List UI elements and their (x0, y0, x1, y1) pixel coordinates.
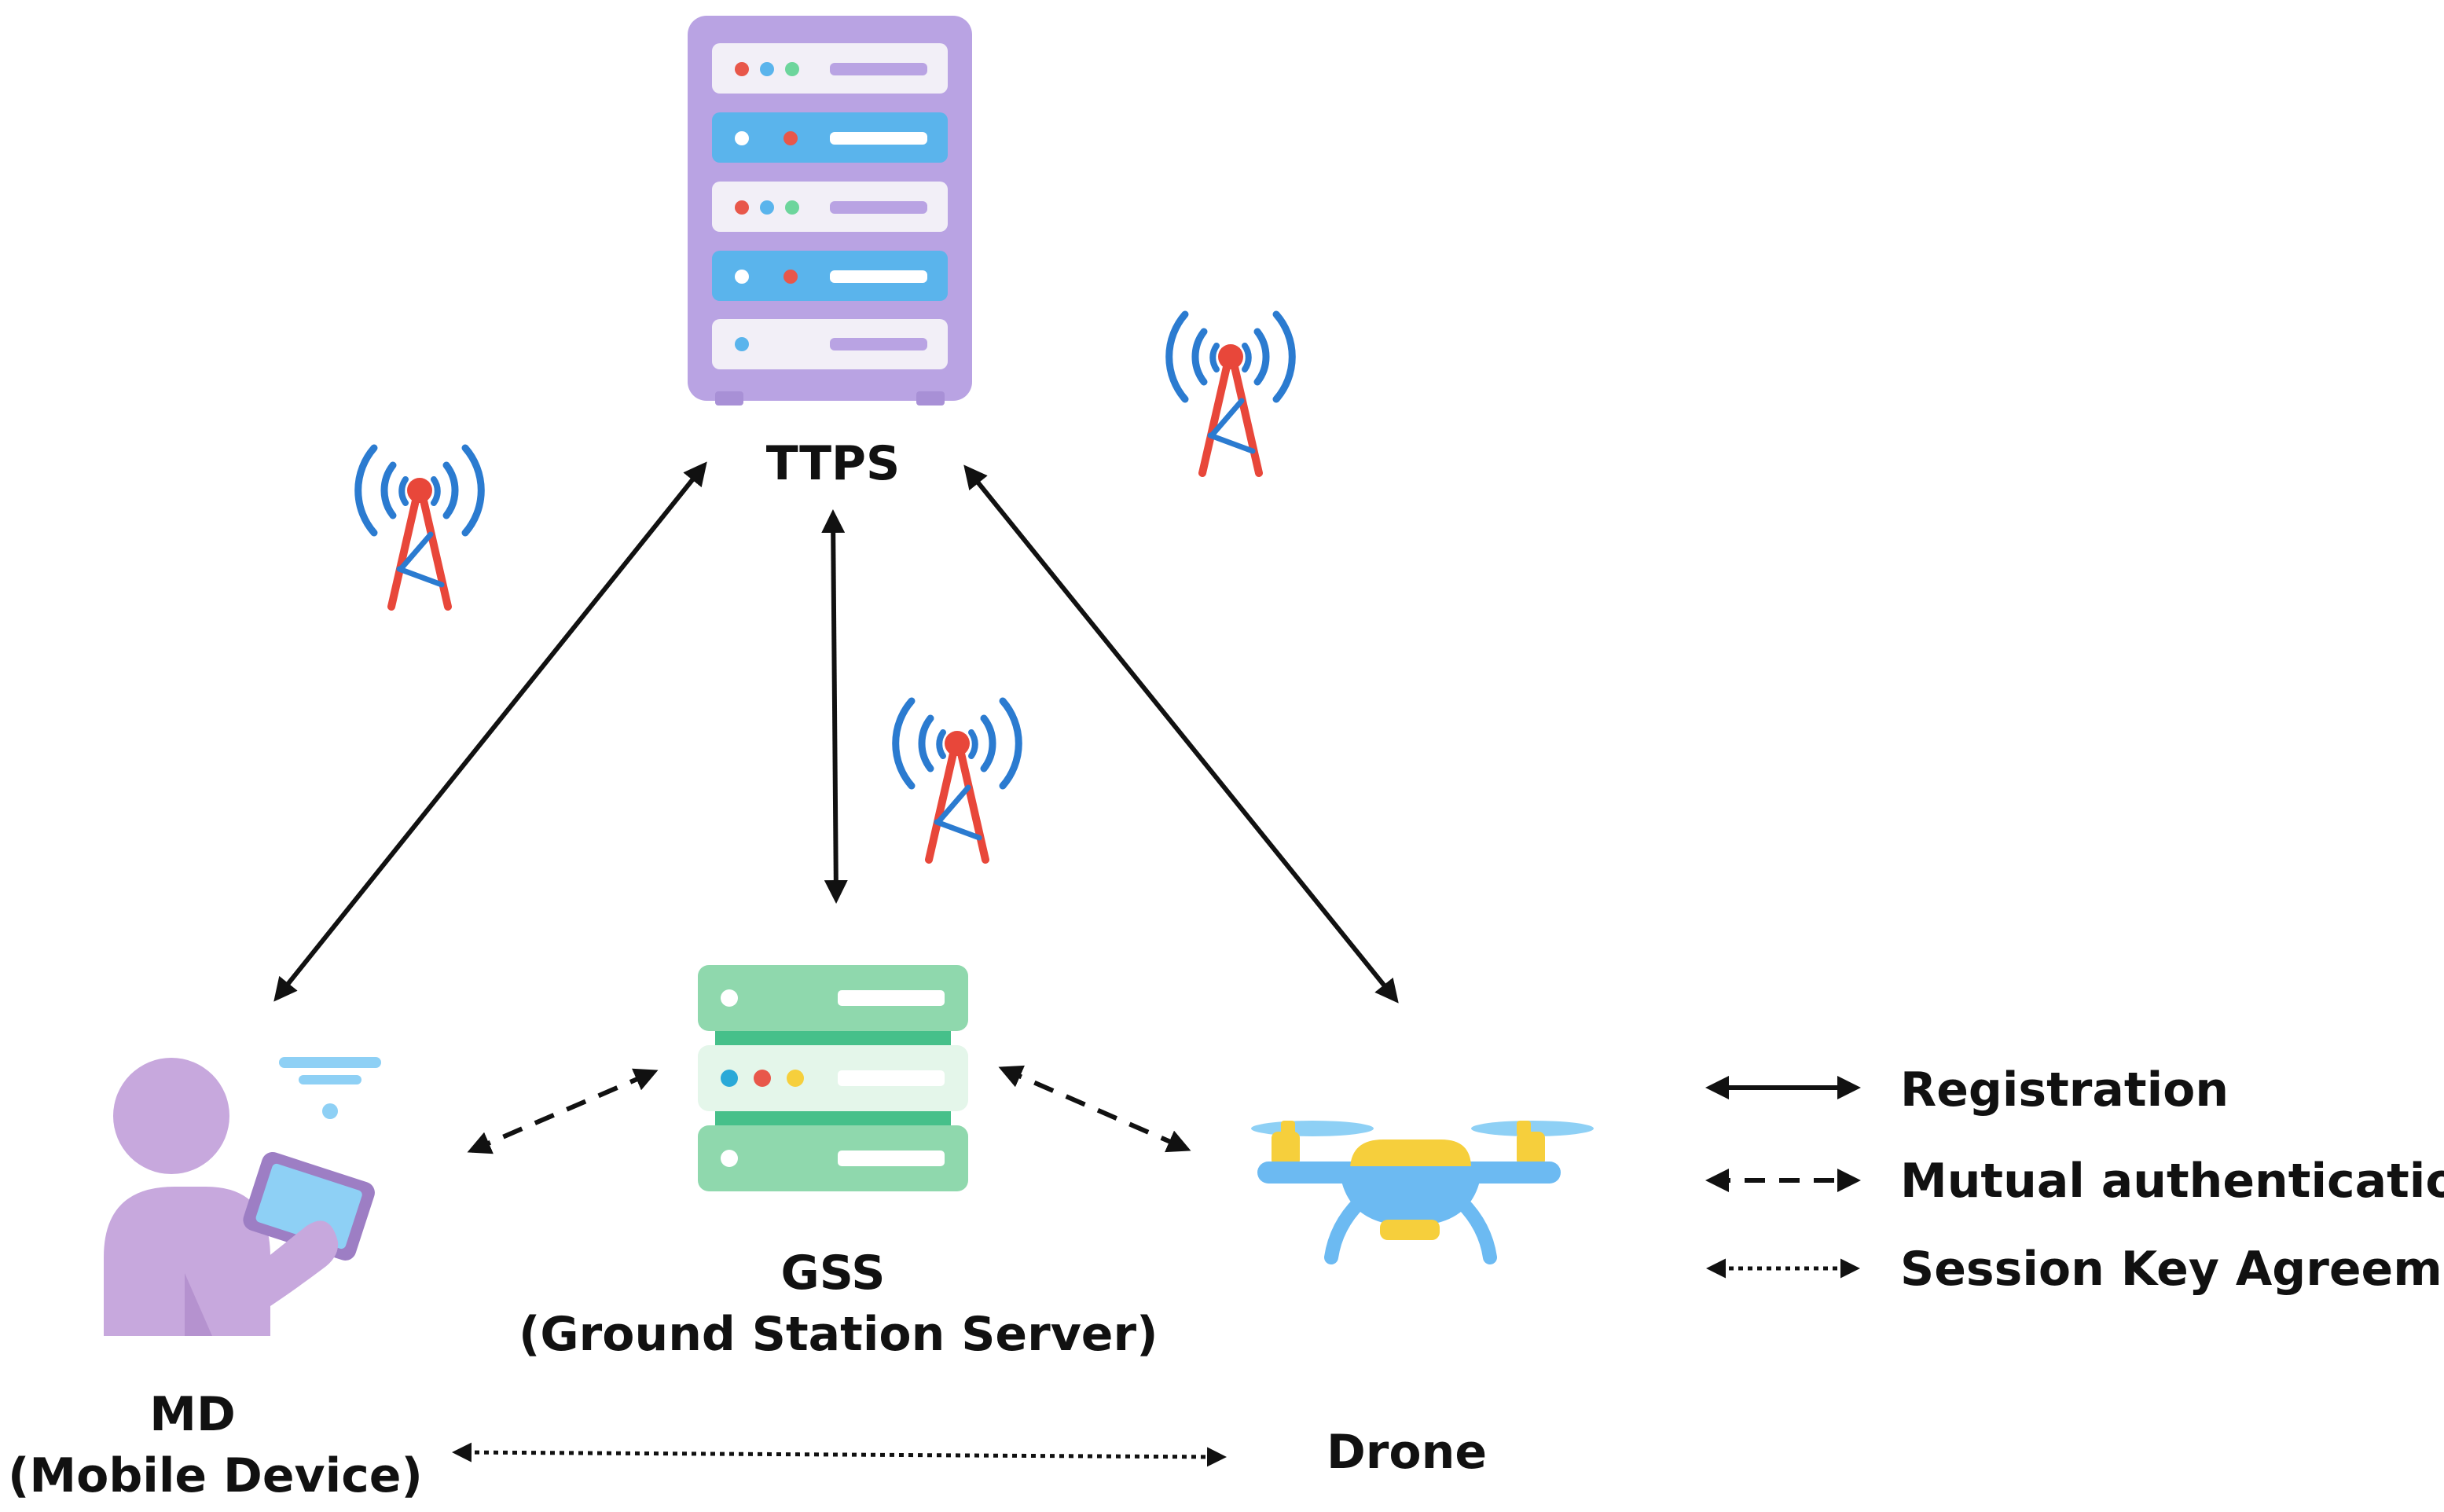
drone-label: Drone (1326, 1425, 1488, 1480)
md-sublabel: (Mobile Device) (8, 1448, 423, 1503)
legend-label-registration: Registration (1900, 1062, 2229, 1117)
antenna-tower-icon (892, 697, 1022, 864)
server-rack-icon (688, 16, 972, 406)
session-key-arrow-md-drone (452, 1442, 1227, 1467)
gss-sublabel: (Ground Station Server) (519, 1307, 1158, 1362)
mutual-auth-arrow-gss-drone (998, 1065, 1191, 1153)
registration-arrow-gss-ttps (821, 509, 848, 904)
registration-arrow-md-ttps (273, 461, 707, 1002)
quadcopter-drone-icon (1251, 1121, 1594, 1264)
gss-label: GSS (780, 1246, 886, 1301)
ground-server-icon (698, 965, 968, 1191)
ttps-label: TTPS (765, 436, 901, 491)
antenna-tower-icon (354, 444, 485, 611)
user-with-tablet-icon (104, 1057, 381, 1336)
legend-label-mutual-authentication: Mutual authentication (1900, 1154, 2444, 1209)
legend-label-session-key-agreement: Session Key Agreement (1900, 1242, 2444, 1297)
mutual-auth-arrow-md-gss (467, 1068, 659, 1154)
md-label: MD (149, 1387, 236, 1442)
antenna-tower-icon (1165, 310, 1296, 477)
registration-arrow-drone-ttps (963, 464, 1399, 1004)
